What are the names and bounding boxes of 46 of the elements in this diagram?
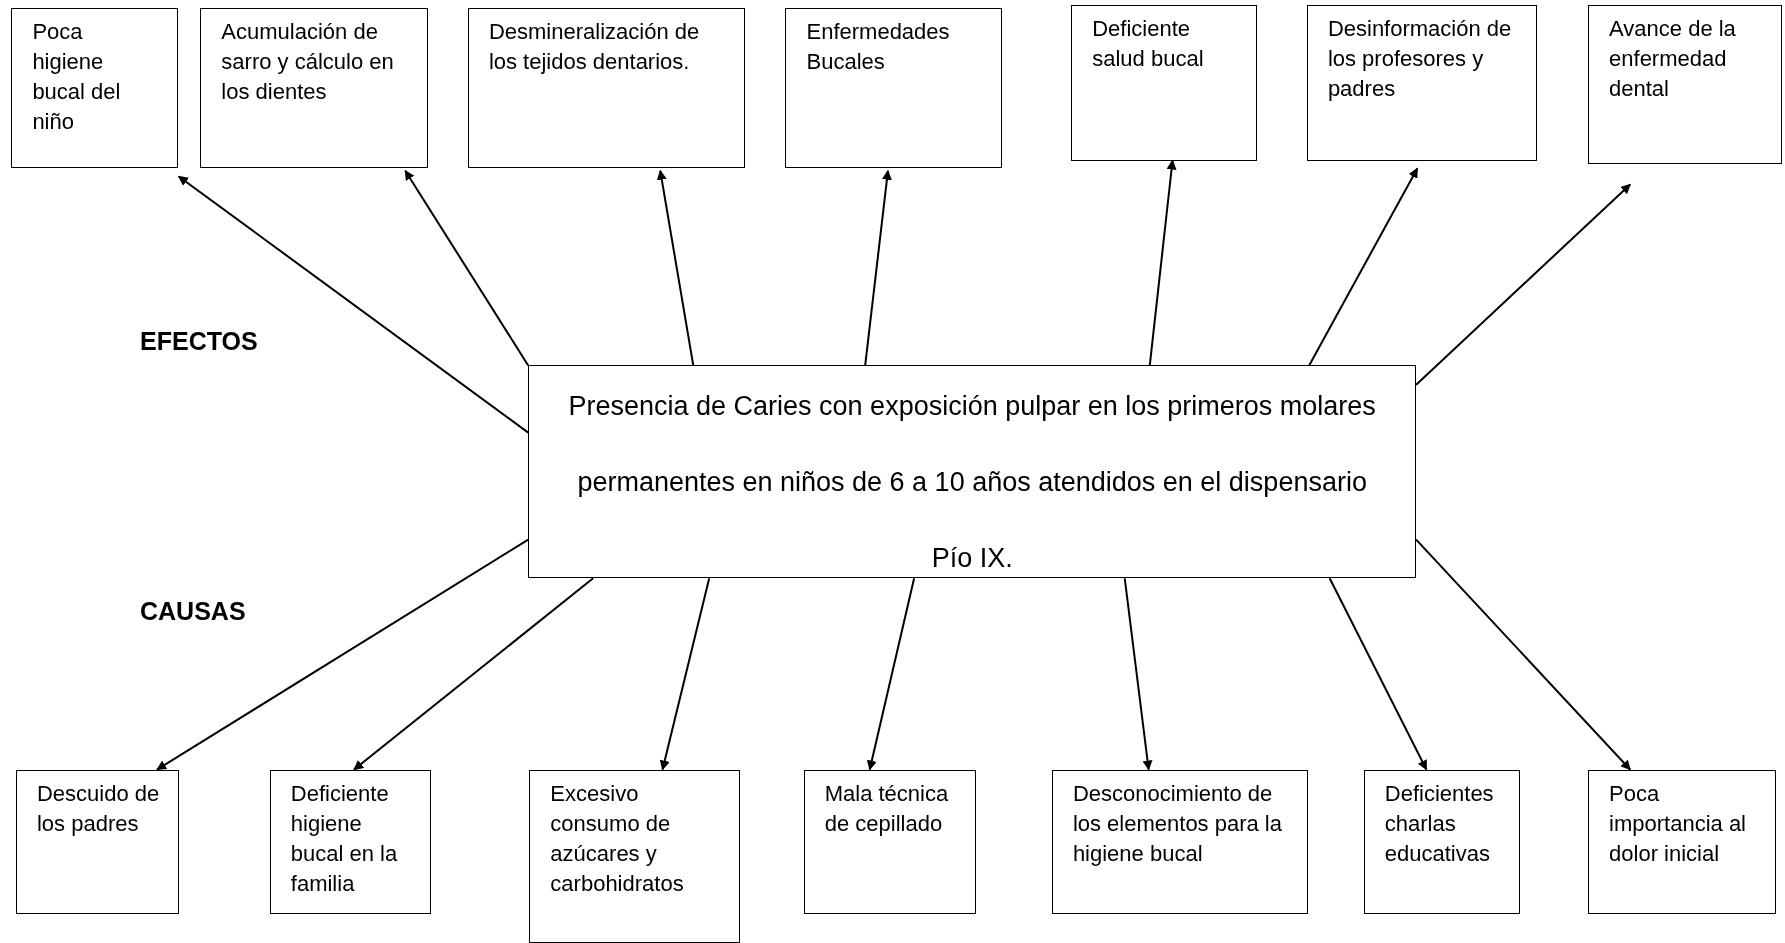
arrow <box>404 169 530 367</box>
arrow <box>656 169 695 367</box>
text-box <box>785 7 1002 169</box>
section-label: EFECTOS <box>140 326 258 356</box>
text-box <box>15 769 179 915</box>
box-text: Acumulación de sarro y cálculo en los dientes <box>221 17 395 106</box>
text-box <box>1071 4 1257 161</box>
text-box <box>1363 769 1520 915</box>
box-text: Poca importancia al dolor inicial <box>1609 779 1747 868</box>
arrow <box>1328 577 1428 771</box>
arrow <box>659 577 711 771</box>
box-text: Avance de la enfermedad dental <box>1609 14 1737 103</box>
box-text: Descuido de los padres <box>36 779 160 838</box>
section-label: CAUSAS <box>140 596 246 626</box>
box-text: Deficiente salud bucal <box>1092 14 1205 73</box>
arrow <box>1308 167 1419 367</box>
arrow <box>353 577 595 771</box>
arrow <box>866 577 916 771</box>
text-box <box>529 769 740 943</box>
box-text: Enfermedades Bucales <box>806 17 951 76</box>
box-text: Desinformación de los profesores y padres <box>1327 14 1513 103</box>
box-text: Deficiente higiene bucal en la familia <box>290 779 399 898</box>
text-box <box>1051 769 1308 915</box>
box-text: Desmineralización de los tejidos dentarios. <box>488 17 701 76</box>
text-box <box>269 769 432 915</box>
text-box <box>803 769 976 915</box>
arrow <box>177 175 530 434</box>
box-text: Excesivo consumo de azúcares y carbohidratos <box>550 779 685 898</box>
box-text: Poca higiene bucal del niño <box>32 17 122 136</box>
arrow <box>156 538 530 771</box>
arrow <box>1123 577 1153 771</box>
arrow <box>1415 538 1632 771</box>
arrow <box>864 169 892 367</box>
text-box <box>1588 769 1776 915</box>
text-box <box>200 7 428 169</box>
text-box <box>467 7 745 169</box>
box-text: Mala técnica de cepillado <box>824 779 950 838</box>
box-text: Presencia de Caries con exposición pulpar en los primeros molares permanentes en niños de 6 a 10 años atendidos en el dispensario Pío IX. <box>567 390 1377 576</box>
text-box <box>1588 4 1782 164</box>
text-box <box>1306 4 1537 161</box>
problem-box <box>528 365 1417 579</box>
box-text: Deficientes charlas educativas <box>1384 779 1495 868</box>
box-text: Desconocimiento de los elementos para la higiene bucal <box>1072 779 1283 868</box>
arrow <box>1148 159 1177 367</box>
text-box <box>11 7 178 169</box>
arrow <box>1415 183 1632 386</box>
